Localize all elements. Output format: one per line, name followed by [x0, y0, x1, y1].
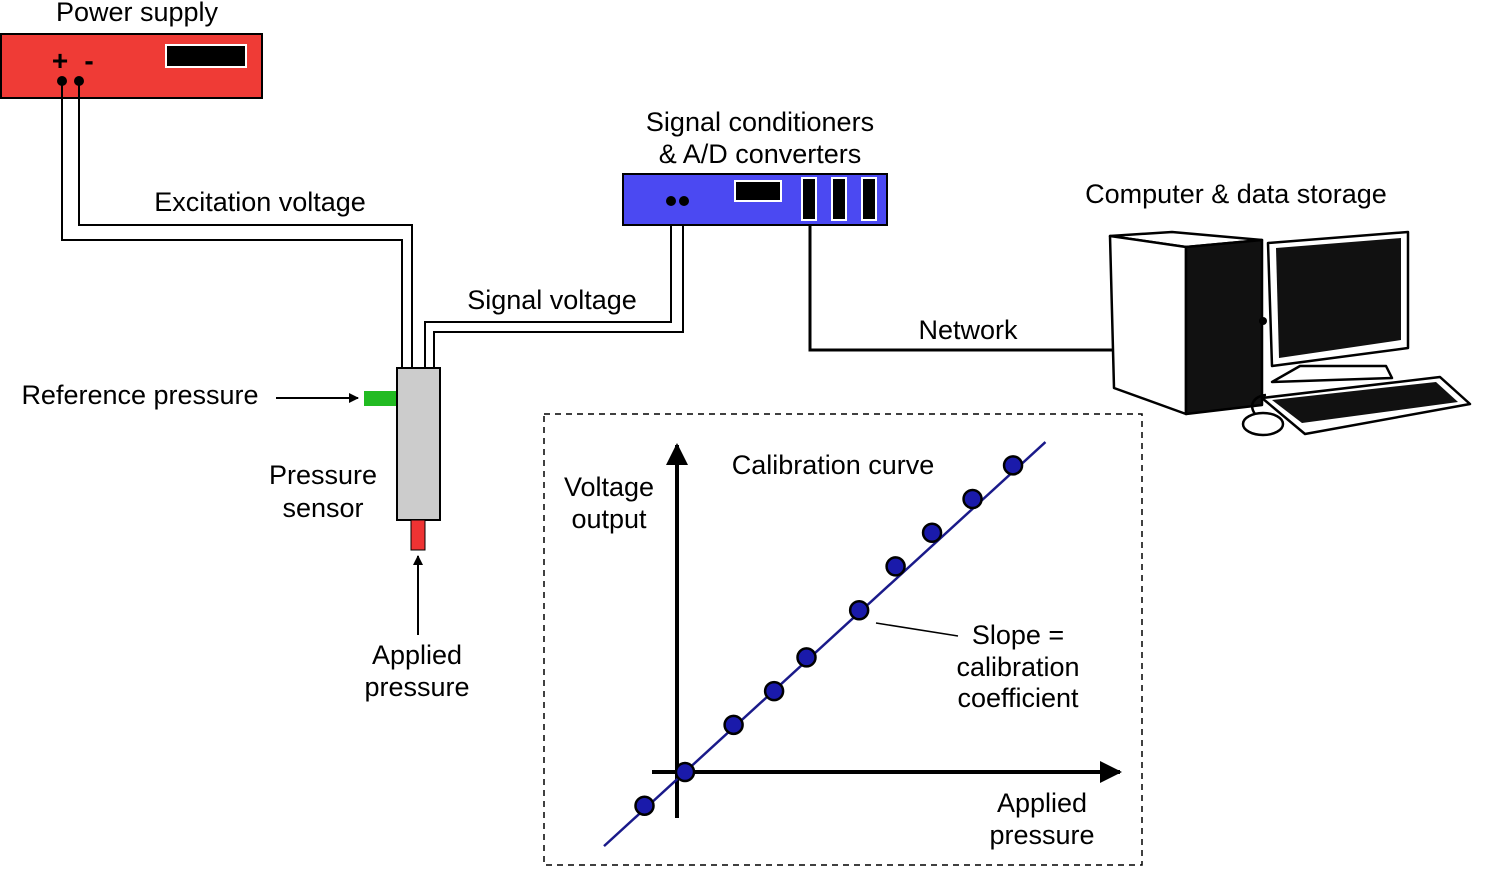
mouse-cable: [1250, 393, 1267, 415]
calibration-plot-area: [603, 441, 1047, 848]
signal-conditioners-label-line2: & A/D converters: [659, 139, 862, 169]
pressure-sensor: Pressure sensor: [269, 367, 441, 551]
excitation-voltage-label: Excitation voltage: [154, 187, 366, 217]
excitation-wire-outer: [61, 81, 403, 368]
plus-terminal-label: +: [52, 45, 68, 76]
mouse: [1241, 411, 1285, 437]
reference-port: [364, 391, 398, 406]
network-cable: [808, 225, 1112, 352]
signal-conditioners-label-line1: Signal conditioners: [646, 107, 874, 137]
signal-wire-outer: [433, 201, 684, 368]
computer-illustration: [1108, 230, 1472, 437]
sensor-body: [396, 367, 441, 521]
calibration-point: [723, 714, 744, 736]
calibration-point: [763, 680, 785, 702]
signal-conditioner: Signal conditioners & A/D converters: [622, 107, 888, 226]
signal-wire-inner: [424, 201, 672, 368]
calibration-point: [634, 795, 655, 816]
signal-input-terminal-1: [666, 196, 676, 206]
calibration-point: [962, 488, 983, 510]
reference-pressure-label: Reference pressure: [21, 380, 258, 410]
calibration-point: [796, 647, 817, 668]
excitation-wire-inner: [78, 81, 413, 368]
computer-tower-front: [1184, 238, 1264, 416]
monitor-screen: [1276, 238, 1401, 358]
applied-pressure-label-line1: Applied: [372, 640, 462, 670]
x-axis-label-line1: Applied: [997, 788, 1087, 818]
computer-tower-side: [1108, 234, 1188, 416]
chart-title: Calibration curve: [732, 450, 935, 480]
network-label: Network: [918, 315, 1018, 345]
pressure-sensor-label-line2: sensor: [282, 493, 363, 523]
signal-input-terminal-2: [679, 196, 689, 206]
excitation-wires: [61, 81, 413, 368]
slope-annotation-leader: [875, 622, 959, 637]
power-supply-label: Power supply: [56, 0, 219, 27]
minus-terminal-label: -: [84, 45, 93, 76]
calibration-inset: Calibration curve Voltage output Applied…: [543, 413, 1143, 866]
calibration-inset-frame: [543, 413, 1143, 866]
calibration-point: [674, 761, 696, 783]
applied-pressure-label-line2: pressure: [364, 672, 469, 702]
y-axis-label-line2: output: [571, 504, 647, 534]
power-supply: Power supply + -: [0, 0, 263, 99]
slope-annotation-line2: calibration: [956, 652, 1079, 682]
signal-voltage-label: Signal voltage: [467, 285, 637, 315]
power-supply-display: [165, 44, 247, 68]
signal-conditioner-slot-1: [801, 177, 817, 221]
applied-port: [410, 519, 426, 551]
slope-annotation-line3: coefficient: [957, 683, 1079, 713]
keyboard-keys: [1272, 382, 1458, 423]
signal-conditioner-slot-3: [861, 177, 877, 221]
calibration-point: [1002, 455, 1024, 476]
computer-power-button: [1259, 317, 1267, 325]
signal-conditioner-slot-2: [831, 177, 847, 221]
pressure-sensor-label-line1: Pressure: [269, 460, 377, 490]
signal-conditioner-display: [734, 180, 782, 202]
calibration-point: [885, 556, 906, 577]
calibration-point: [848, 599, 870, 621]
slope-annotation-line1: Slope =: [972, 620, 1064, 650]
signal-wires: [424, 201, 684, 368]
calibration-point: [921, 522, 943, 543]
x-axis-label-line2: pressure: [989, 820, 1094, 850]
y-axis-label-line1: Voltage: [564, 472, 654, 502]
computer-label: Computer & data storage: [1085, 179, 1387, 209]
monitor-stand: [1270, 364, 1394, 384]
